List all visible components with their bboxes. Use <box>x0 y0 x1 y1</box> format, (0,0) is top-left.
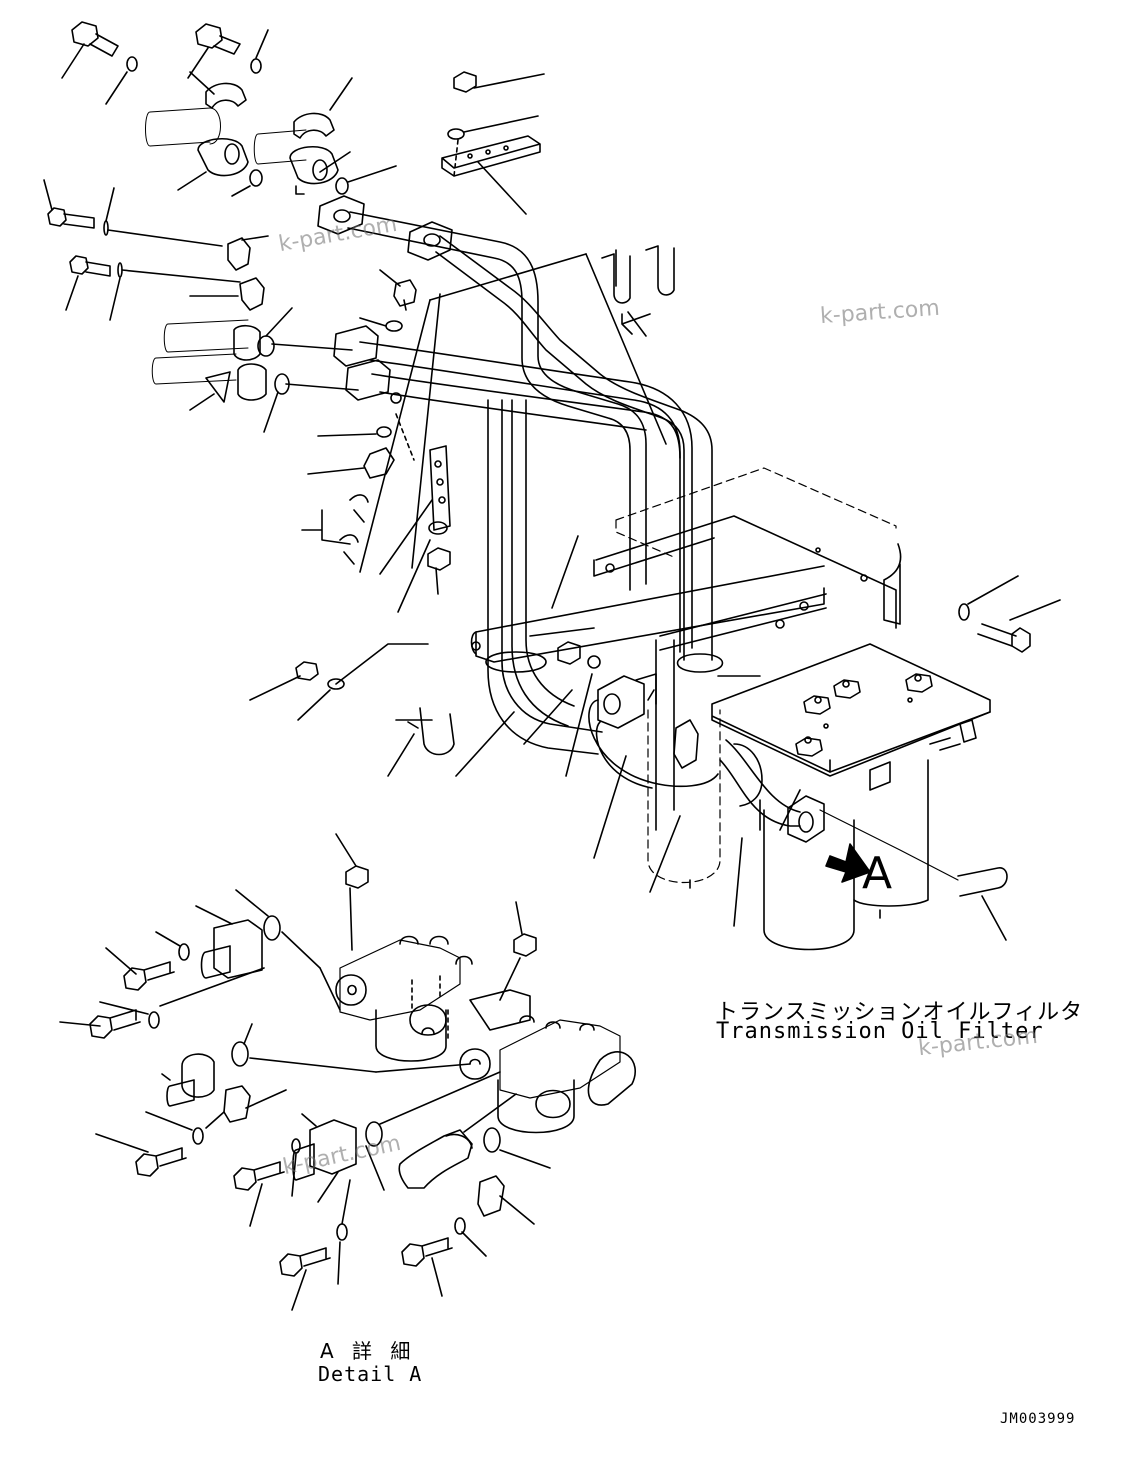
nut <box>513 933 537 957</box>
washer <box>192 1127 204 1145</box>
flange <box>317 195 365 235</box>
detail-label-jp: A 詳 細 <box>320 1339 417 1363</box>
pipe-line <box>347 211 647 591</box>
washer <box>148 1011 160 1029</box>
o-ring <box>263 915 281 941</box>
washer <box>958 603 970 621</box>
clamp-half <box>223 1085 251 1123</box>
pipe-line <box>371 373 681 459</box>
elbow <box>398 1129 473 1189</box>
upper-left-fittings <box>61 21 545 215</box>
nut <box>345 865 369 889</box>
flange <box>345 359 391 401</box>
washer <box>291 1138 301 1154</box>
nut <box>557 641 581 665</box>
assembly-title-jp: トランスミッションオイルフィルタ <box>716 1000 1084 1025</box>
flange <box>787 795 825 843</box>
pipe-clamp <box>485 651 547 673</box>
pipe-line <box>359 341 693 653</box>
o-ring <box>335 177 349 195</box>
u-bolt <box>407 707 455 756</box>
nut <box>427 547 451 571</box>
leader <box>61 43 85 79</box>
clamp-half <box>477 1175 505 1217</box>
o-ring <box>385 320 403 332</box>
left-fittings <box>43 179 359 433</box>
filter-can <box>763 809 855 951</box>
washer <box>126 56 138 72</box>
pipe-line <box>435 235 713 661</box>
pipe-line <box>511 399 575 727</box>
flange <box>309 1119 357 1175</box>
detail-a <box>59 833 636 1311</box>
split-flange <box>205 371 231 403</box>
detail-label-en: Detail A <box>318 1362 423 1386</box>
washer <box>587 655 601 669</box>
pipe-line <box>487 399 603 755</box>
flange <box>407 221 453 261</box>
o-ring <box>365 1121 383 1147</box>
washer <box>447 128 465 140</box>
assembly-title-en: Transmission Oil Filter <box>716 1019 1044 1044</box>
u-bolt <box>601 249 631 304</box>
clamp-half <box>227 237 251 271</box>
plug <box>363 447 395 479</box>
u-bolt <box>645 245 675 296</box>
clamp-half <box>205 82 247 109</box>
flange <box>213 919 263 979</box>
view-a-label: A <box>862 848 893 899</box>
clamp-half <box>293 112 335 139</box>
pipe-clamp <box>676 653 724 673</box>
flange <box>673 719 699 769</box>
pipe-assembly <box>301 195 724 831</box>
flange-pipe <box>200 945 231 979</box>
clamp-half <box>239 277 265 311</box>
flange <box>237 363 267 401</box>
o-ring <box>483 1127 501 1153</box>
flange <box>233 324 261 361</box>
washer <box>178 943 190 961</box>
washer <box>336 1223 348 1241</box>
bracket-strip <box>429 445 451 531</box>
flange <box>333 325 379 367</box>
bolt-2 <box>195 23 241 55</box>
nut <box>453 71 477 93</box>
nut <box>295 661 319 681</box>
view-arrow <box>825 843 871 883</box>
o-ring <box>231 1041 249 1067</box>
washer <box>454 1217 466 1235</box>
filter-assembly <box>249 467 1061 951</box>
washer <box>327 678 345 690</box>
drawing-code: JM003999 <box>1000 1411 1076 1427</box>
flange <box>289 146 339 185</box>
head-bolts <box>795 673 933 757</box>
bolt-1 <box>71 21 119 57</box>
flange <box>197 138 249 177</box>
o-ring <box>249 169 263 187</box>
washer <box>428 521 448 535</box>
flange <box>597 675 645 729</box>
u-bolt <box>957 867 1008 897</box>
split-flange <box>181 1053 215 1098</box>
